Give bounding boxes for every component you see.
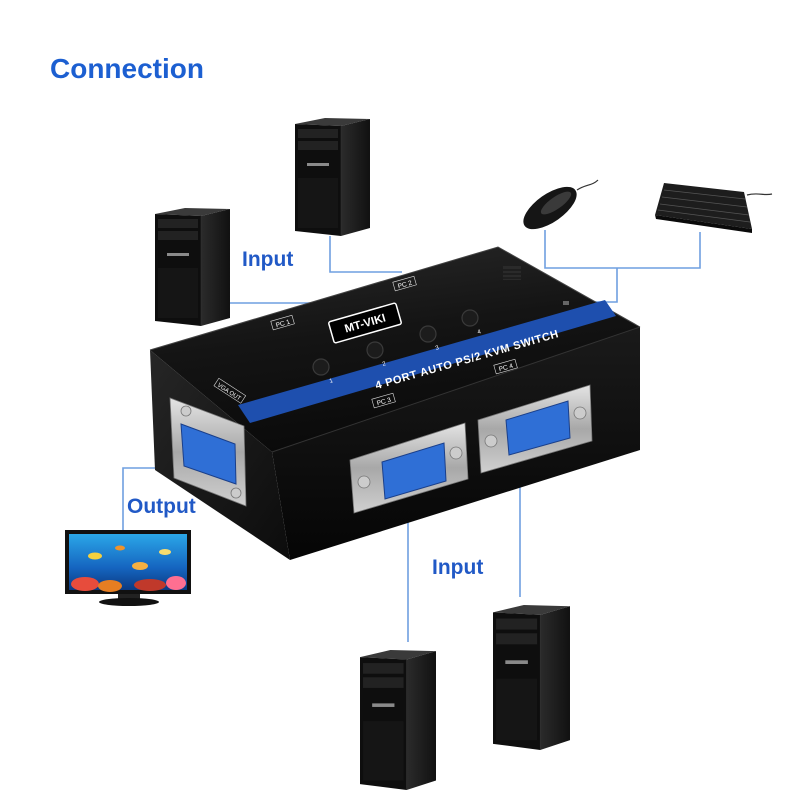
tower-pc-icon [295,118,370,236]
vga-out-port [169,397,247,507]
output-label: Output [127,495,196,518]
port-select-button: 1 [312,358,334,385]
keyboard-icon [655,183,773,233]
kvm-switch-icon: 4 PORT AUTO PS/2 KVM SWITCH MT-VIKI 1 2 … [149,246,641,560]
vga-port-pc4 [477,384,593,474]
port-label-pc1: PC 1 [270,314,295,331]
tower-pc-icon [493,605,570,750]
port-label-text: PC 4 [498,363,514,374]
input-label-top: Input [242,248,294,271]
mouse-icon [523,179,599,230]
connector-line-mouse-keyboard [544,230,701,269]
port-label-text: PC 1 [275,319,291,330]
button-number: 4 [477,329,482,336]
port-label-pc2: PC 2 [392,275,417,292]
device-vent [503,266,521,280]
port-label-text: PC 3 [376,397,392,408]
button-number: 2 [382,361,387,368]
button-number: 3 [435,345,440,352]
port-label-text: PC 2 [397,280,413,291]
connector-line-top-pc [329,236,402,273]
port-select-button: 2 [366,341,387,368]
port-label-pc3: PC 3 [371,392,396,409]
peripheral-port-icon [563,301,569,305]
input-label-bottom: Input [432,556,484,579]
tower-pc-icon [360,650,436,790]
port-label-pc4: PC 4 [493,358,518,375]
device-stripe [238,300,616,423]
monitor-icon [65,530,191,606]
tower-pc-icon [155,208,230,326]
button-number: 1 [329,378,334,385]
vga-port-pc3 [349,422,469,514]
page-title: Connection [50,53,204,84]
brand-logo: MT-VIKI [328,302,402,344]
port-select-button: 3 [419,325,440,352]
port-select-button: 4 [461,309,482,336]
